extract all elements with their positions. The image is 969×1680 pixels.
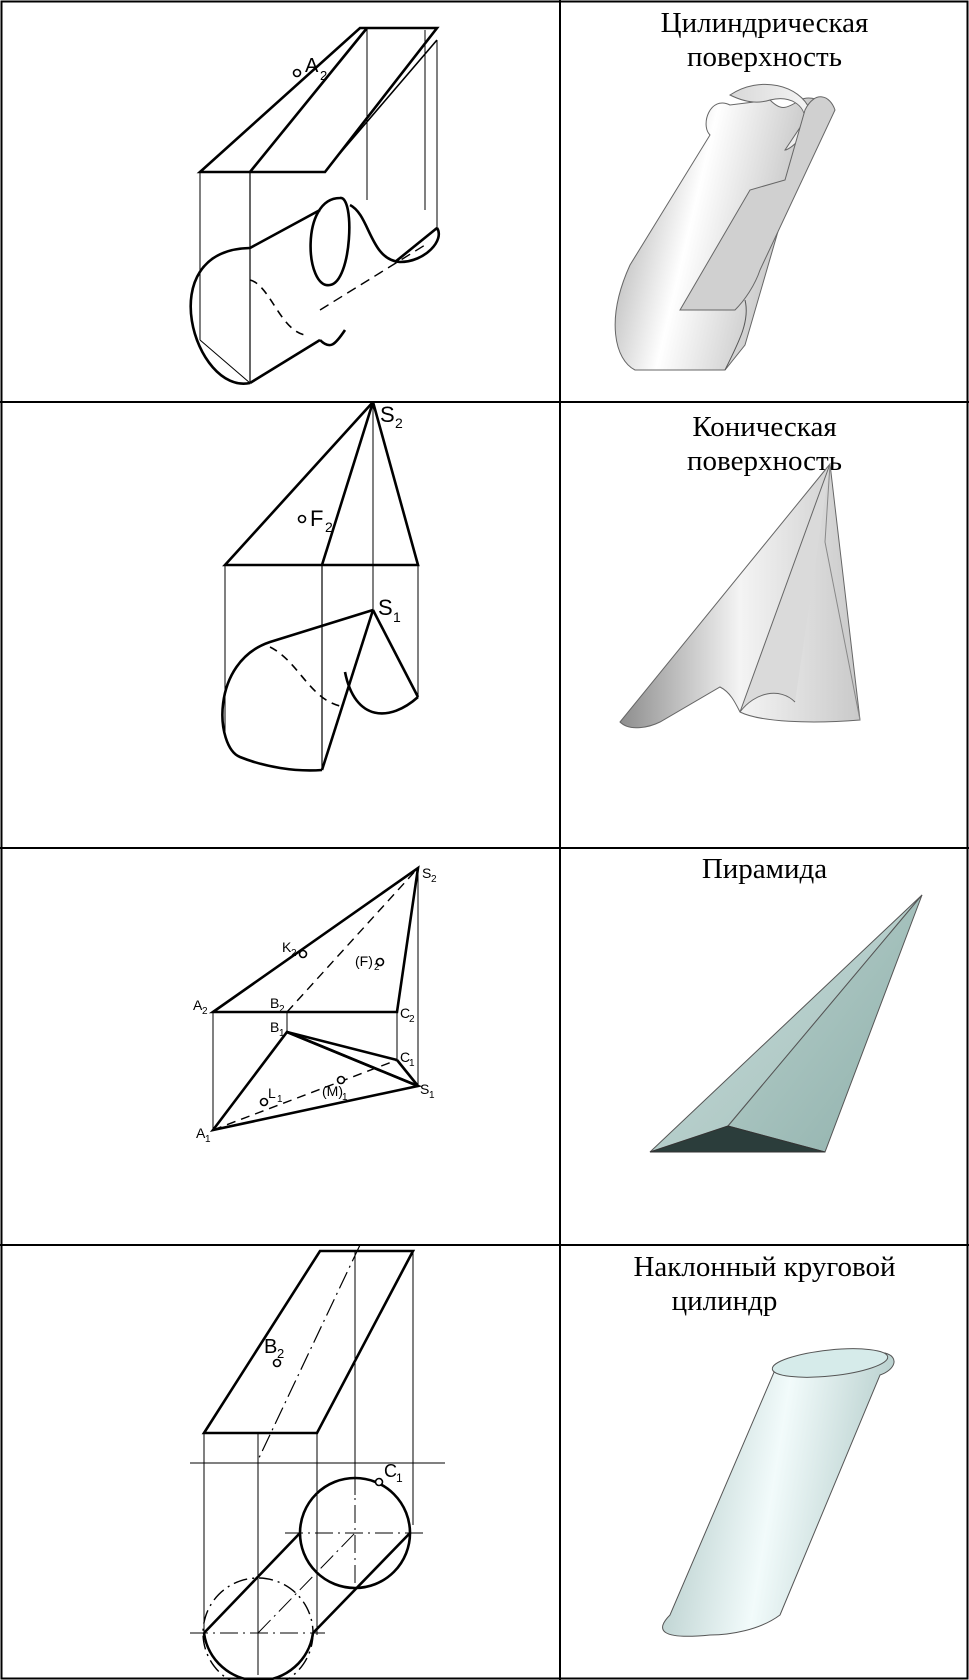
label-s2: S bbox=[380, 402, 395, 427]
pyramid-render bbox=[649, 894, 923, 1153]
caption-pyramid: Пирамида bbox=[560, 852, 969, 886]
label-s1-sub: 1 bbox=[429, 1090, 435, 1101]
caption-cylindrical: Цилиндрическая поверхность bbox=[560, 6, 969, 74]
label-c1-sub: 1 bbox=[409, 1058, 415, 1069]
label-a1: A bbox=[196, 1125, 206, 1141]
caption-oblique-cylinder-line2: цилиндр bbox=[671, 1285, 778, 1317]
label-f2-sub: 2 bbox=[325, 519, 333, 535]
caption-cylindrical-line2: поверхность bbox=[687, 41, 842, 73]
cylindrical-render bbox=[614, 83, 836, 371]
label-f2-sub: 2 bbox=[374, 962, 380, 973]
label-s2-sub: 2 bbox=[395, 415, 403, 431]
label-b2-sub: 2 bbox=[279, 1004, 285, 1015]
oblique-cylinder-drawing: B 2 C 1 bbox=[190, 1245, 445, 1680]
caption-cylindrical-line1: Цилиндрическая bbox=[660, 7, 869, 39]
label-s2: S bbox=[422, 865, 431, 881]
label-a2-sub: 2 bbox=[320, 68, 327, 83]
caption-oblique-cylinder: Наклонный круговой цилиндр bbox=[560, 1250, 969, 1318]
label-c1-sub: 1 bbox=[396, 1471, 403, 1485]
label-b2-sub: 2 bbox=[277, 1346, 284, 1361]
label-c1: C bbox=[400, 1049, 410, 1065]
label-a2: A bbox=[305, 55, 319, 77]
label-b1: B bbox=[270, 1019, 279, 1035]
caption-conical-line1: Коническая bbox=[692, 411, 837, 443]
label-f2: F bbox=[310, 506, 323, 531]
label-s1-sub: 1 bbox=[393, 609, 401, 625]
label-b1-sub: 1 bbox=[279, 1028, 285, 1039]
caption-oblique-cylinder-line1: Наклонный круговой bbox=[633, 1251, 896, 1283]
label-a2-sub: 2 bbox=[202, 1006, 208, 1017]
pyramid-drawing: S 2 K 2 (F) 2 A 2 B 2 C 2 B 1 C 1 L 1 A … bbox=[193, 865, 437, 1145]
label-a1-sub: 1 bbox=[205, 1134, 211, 1145]
label-l1: L bbox=[268, 1085, 276, 1101]
label-a2: A bbox=[193, 997, 203, 1013]
label-l1-sub: 1 bbox=[277, 1094, 283, 1105]
label-b2: B bbox=[270, 995, 279, 1011]
caption-pyramid-line1: Пирамида bbox=[701, 853, 828, 885]
label-f2: (F) bbox=[355, 953, 373, 969]
label-s1: S bbox=[420, 1081, 429, 1097]
label-k2-sub: 2 bbox=[291, 948, 297, 959]
cylindrical-drawing: A 2 bbox=[189, 26, 440, 385]
label-b2: B bbox=[264, 1336, 277, 1358]
caption-conical: Коническая поверхность bbox=[560, 410, 969, 478]
label-k2: K bbox=[282, 939, 292, 955]
label-c2-sub: 2 bbox=[409, 1014, 415, 1025]
label-s2-sub: 2 bbox=[431, 874, 437, 885]
oblique-cylinder-render bbox=[662, 1348, 895, 1637]
label-s1: S bbox=[378, 595, 393, 620]
caption-conical-line2: поверхность bbox=[687, 445, 842, 477]
label-m1: (M) bbox=[322, 1083, 343, 1099]
label-m1-sub: 1 bbox=[342, 1092, 348, 1103]
label-c2: C bbox=[400, 1005, 410, 1021]
label-c1: C bbox=[384, 1461, 397, 1481]
conical-drawing: S 2 F 2 S 1 bbox=[221, 402, 420, 772]
conical-render bbox=[619, 462, 861, 729]
